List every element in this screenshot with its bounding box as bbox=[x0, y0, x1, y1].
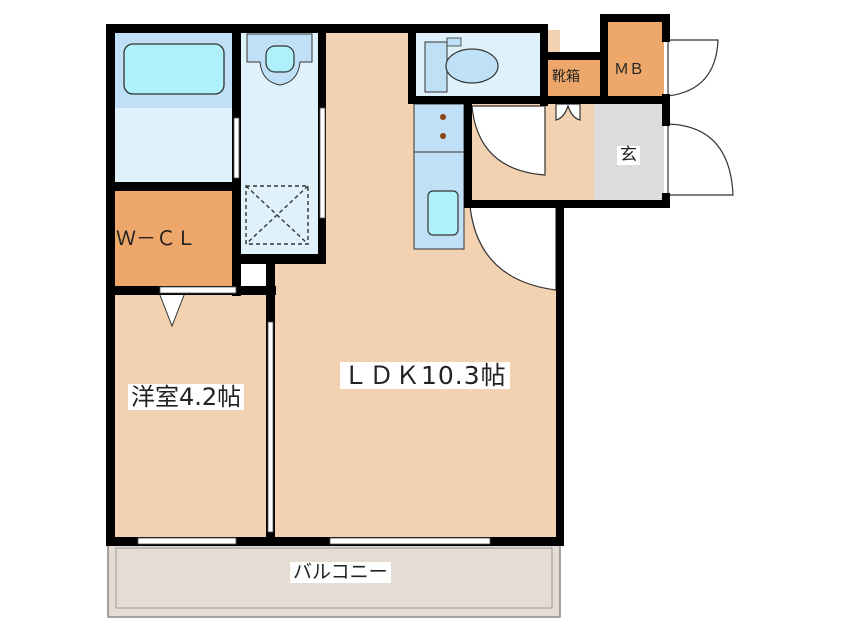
shoe-box-label: 靴箱 bbox=[552, 69, 580, 85]
meter-box bbox=[606, 20, 664, 98]
sink-icon bbox=[427, 190, 459, 236]
toilet-icon bbox=[445, 48, 499, 84]
washer-space-icon bbox=[245, 185, 309, 245]
washbasin-icon bbox=[265, 45, 295, 73]
stove-burner-icon bbox=[440, 114, 446, 120]
bathtub-icon bbox=[123, 43, 225, 95]
mb-label: ＭＢ bbox=[614, 60, 645, 78]
shoe-box bbox=[544, 58, 600, 98]
ldk-label: ＬＤＫ10.3帖 bbox=[340, 362, 510, 389]
western-room-floor bbox=[112, 290, 272, 540]
balcony-label: バルコニー bbox=[290, 562, 391, 583]
walk-in-closet bbox=[112, 190, 236, 286]
entrance-label: 玄 bbox=[617, 146, 640, 165]
window-icon bbox=[137, 107, 491, 545]
western-room-label: 洋室4.2帖 bbox=[128, 384, 245, 410]
wcl-label: Ｗ－ＣＬ bbox=[116, 226, 196, 250]
door-swing-icon bbox=[469, 39, 734, 291]
stove-burner-icon bbox=[440, 133, 446, 139]
